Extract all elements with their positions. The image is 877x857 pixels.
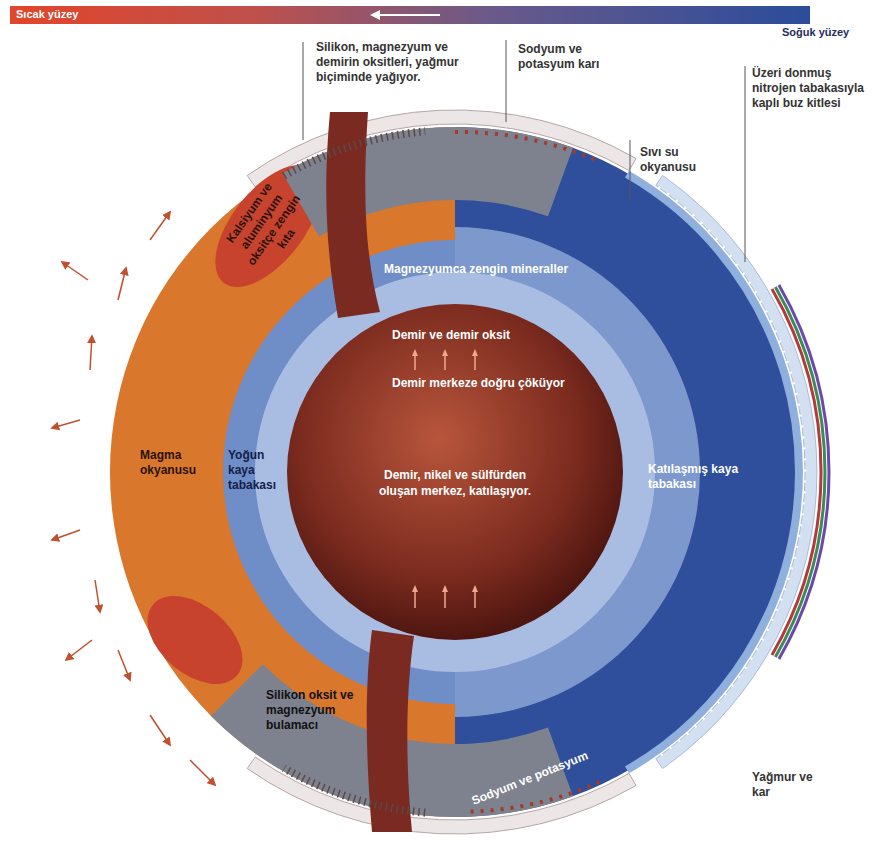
solid-rock	[455, 127, 800, 817]
direction-arrow	[372, 14, 440, 16]
heat-arrow	[90, 336, 92, 370]
continent	[131, 579, 259, 702]
heat-arrow	[118, 268, 126, 300]
sinking-arrow-head	[442, 349, 448, 356]
mineral-layer	[255, 272, 655, 672]
region-label: Magma okyanusu	[140, 448, 222, 478]
sinking-arrow-head	[472, 349, 478, 356]
region-label: Demir merkeze doğru çöküyor	[392, 376, 592, 391]
sinking-arrow	[414, 354, 416, 370]
core-sphere	[287, 304, 623, 640]
surface-label: Soğuk yüzey	[782, 26, 872, 40]
callout-label: Üzeri donmuş nitrojen tabakasıyla kaplı …	[752, 66, 870, 111]
leader-line	[745, 66, 746, 262]
sinking-arrow	[444, 354, 446, 370]
rising-arrow-head	[472, 585, 478, 592]
leader-line	[630, 140, 631, 200]
core-circle: Demir, nikel ve sülfürden oluşan merkez,…	[285, 302, 625, 642]
heat-arrow	[190, 760, 215, 785]
callout-label: Sodyum ve potasyum karı	[518, 42, 623, 72]
rain-hatch	[284, 131, 425, 176]
region-label: Katılaşmış kaya tabakası	[648, 462, 758, 492]
region-label: Silikon oksit ve magnezyum bulamacı	[266, 688, 354, 733]
snow	[640, 175, 805, 769]
callout-label: Silikon, magnezyum ve demirin oksitleri,…	[316, 40, 481, 85]
water-ocean	[627, 174, 799, 770]
rain-hatch	[284, 768, 425, 813]
region-label: Yoğun kaya tabakası	[228, 448, 286, 493]
leader-line	[506, 40, 507, 122]
core-label: Demir, nikel ve sülfürden oluşan merkez,…	[365, 468, 545, 499]
rising-arrow-head	[412, 585, 418, 592]
heat-arrow	[150, 212, 170, 240]
rising-arrow	[444, 590, 446, 608]
heat-arrow	[52, 420, 80, 428]
snow-dots	[455, 132, 600, 162]
heat-arrow	[66, 640, 92, 660]
heat-arrow	[52, 530, 80, 540]
sinking-arrow	[474, 354, 476, 370]
slurry-region	[283, 127, 574, 236]
region-label: Demir ve demir oksit	[392, 328, 562, 343]
heat-arrow	[95, 580, 100, 612]
region-label: Magnezyumca zengin mineraller	[384, 262, 584, 277]
heat-arrow	[150, 715, 170, 745]
heat-arrow	[118, 650, 130, 680]
heat-arrows	[52, 212, 215, 785]
rising-arrow	[474, 590, 476, 608]
leader-line	[303, 42, 304, 140]
sinking-arrow-head	[412, 349, 418, 356]
rising-arrow-head	[442, 585, 448, 592]
callout-label: Yağmur ve kar	[752, 770, 824, 800]
surface-label: Sıcak yüzey	[16, 8, 146, 22]
iron-plume	[367, 630, 414, 832]
callout-label: Sıvı su okyanusu	[640, 145, 715, 175]
heat-arrow	[62, 262, 88, 280]
rising-arrow	[414, 590, 416, 608]
